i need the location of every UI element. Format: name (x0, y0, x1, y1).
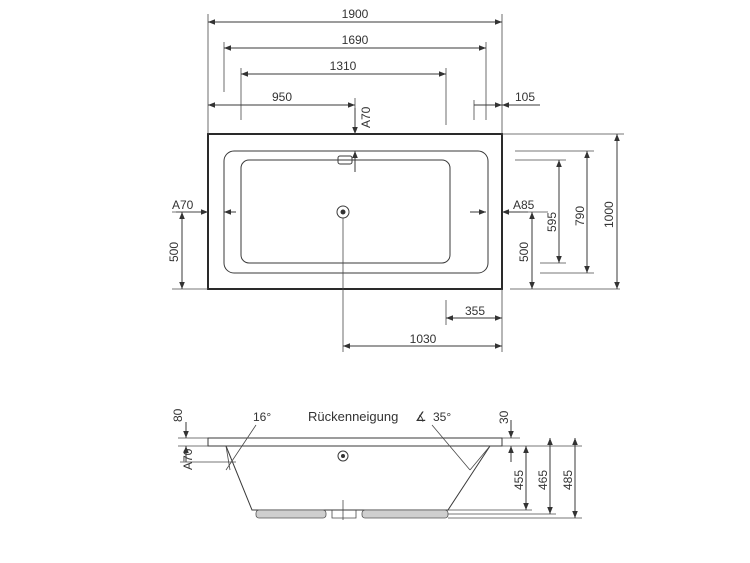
dim-label-1310: 1310 (330, 59, 357, 73)
dim-label-80: 80 (171, 408, 185, 422)
a85-right-label: A85 (513, 198, 535, 212)
dim-label-1000: 1000 (602, 201, 616, 228)
plan-view: 1900 1690 1310 950 105 A70 A70 A85 500 (167, 7, 624, 352)
dim-label-1030: 1030 (410, 332, 437, 346)
section-inner-right (469, 445, 491, 471)
section-foot-left (255, 509, 327, 519)
angle-label-16: 16° (253, 410, 271, 424)
section-rim (207, 437, 503, 447)
dim-label-790: 790 (573, 206, 587, 226)
angle-line-35 (431, 424, 471, 471)
tub-rim (223, 150, 489, 274)
angle-label-35: 35° (433, 410, 451, 424)
back-incline-label: Rückenneigung (308, 409, 398, 424)
dim-label-455: 455 (512, 470, 526, 490)
section-inner-left (225, 445, 231, 471)
dim-label-1690: 1690 (342, 33, 369, 47)
dim-label-500-right: 500 (517, 242, 531, 262)
tub-basin (240, 159, 451, 264)
overflow (337, 155, 353, 165)
a70-left-label: A70 (172, 198, 194, 212)
dim-label-950: 950 (272, 90, 292, 104)
drain-inner (340, 209, 346, 215)
dim-label-355: 355 (465, 304, 485, 318)
dim-label-30: 30 (497, 410, 511, 424)
dim-label-1900: 1900 (342, 7, 369, 21)
dim-label-465: 465 (536, 470, 550, 490)
dim-label-595: 595 (545, 212, 559, 232)
angle-symbol: ∡ (415, 409, 427, 424)
angle-line-16 (225, 424, 257, 471)
section-a70-label: A70 (181, 448, 195, 470)
section-drain-bottom (331, 510, 357, 519)
section-body (225, 445, 491, 511)
section-foot-right (361, 509, 449, 519)
dim-label-485: 485 (561, 470, 575, 490)
dim-label-500-left: 500 (167, 242, 181, 262)
section-overflow-outer (337, 450, 349, 462)
dim-label-105: 105 (515, 90, 535, 104)
section-view: 16° Rückenneigung ∡ 35° 80 A70 30 455 46… (171, 408, 582, 520)
a70-top-label: A70 (359, 106, 373, 128)
section-overflow-inner (341, 454, 345, 458)
